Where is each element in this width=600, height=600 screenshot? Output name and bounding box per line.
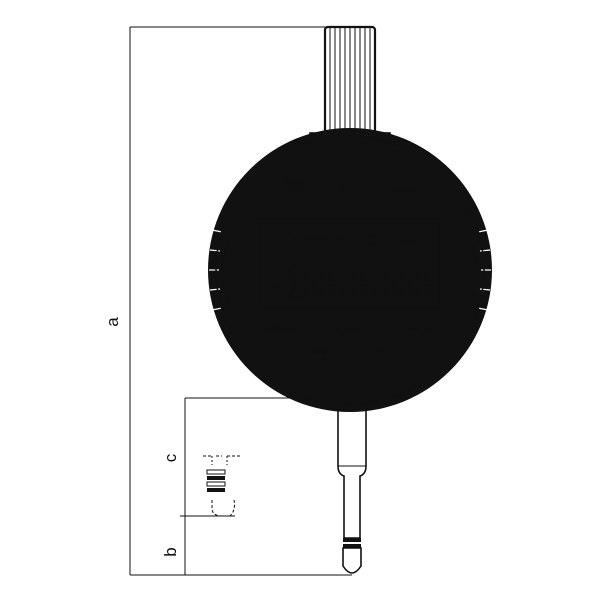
preset-label: PRESET — [309, 349, 338, 356]
lcd-display: in mm H INC TOL P -188.8.888 — [250, 215, 450, 317]
dimension-b-label: b — [161, 547, 180, 556]
spindle — [337, 394, 367, 574]
bezel-ring — [215, 135, 485, 405]
lcd-indicator-row: in mm H INC TOL P — [271, 232, 428, 247]
top-button-row: IN/MM IP65 +/- — [276, 175, 424, 206]
lcd-mm-indicator: mm — [304, 233, 322, 244]
tip-detail-drawing — [203, 455, 240, 517]
on-off-button[interactable] — [406, 334, 430, 358]
lcd-tol-indicator: TOL — [393, 233, 417, 247]
preset-button[interactable] — [313, 357, 335, 379]
knob-knurl — [329, 28, 371, 132]
lcd-h-indicator: H — [321, 232, 329, 244]
in-mm-label: IN/MM — [283, 178, 307, 187]
zero-abs-label: ZERO/ABS — [263, 324, 302, 333]
lcd-inner-frame — [260, 223, 440, 309]
tol-label: TOL — [370, 349, 385, 356]
triangle-left-icon — [354, 235, 364, 245]
in-mm-button[interactable] — [276, 188, 314, 206]
lcd-in-indicator: in — [292, 232, 302, 244]
contact-ring — [343, 538, 361, 542]
plus-minus-button[interactable] — [386, 188, 424, 206]
lower-button-panel: ZERO/ABS ORIGIN ON/OFF PRESET TOL — [263, 324, 433, 379]
target-circle-icon — [366, 234, 378, 246]
bezel-knurl-marks — [209, 229, 491, 311]
tol-button[interactable] — [366, 357, 388, 379]
zero-abs-button[interactable] — [271, 334, 295, 358]
plus-minus-label: +/- — [398, 175, 411, 187]
dial-face — [222, 142, 478, 398]
dimension-c-label: c — [161, 453, 180, 462]
lcd-readout: -188.8.888 — [270, 259, 430, 308]
lcd-p-indicator: P — [420, 233, 428, 247]
contact-point — [342, 547, 362, 574]
lcd-inc-indicator: INC — [331, 232, 350, 244]
dimension-c-group: c b — [161, 397, 352, 575]
origin-button[interactable] — [339, 332, 361, 354]
lcd-outer-frame — [250, 215, 450, 317]
origin-label: ORIGIN — [337, 325, 364, 334]
dimension-a-group: a — [103, 26, 352, 576]
on-off-label: ON/OFF — [404, 324, 433, 333]
ip-rating-label: IP65 — [337, 180, 364, 195]
triangle-right-icon — [380, 235, 390, 245]
dimension-a-label: a — [103, 317, 122, 327]
